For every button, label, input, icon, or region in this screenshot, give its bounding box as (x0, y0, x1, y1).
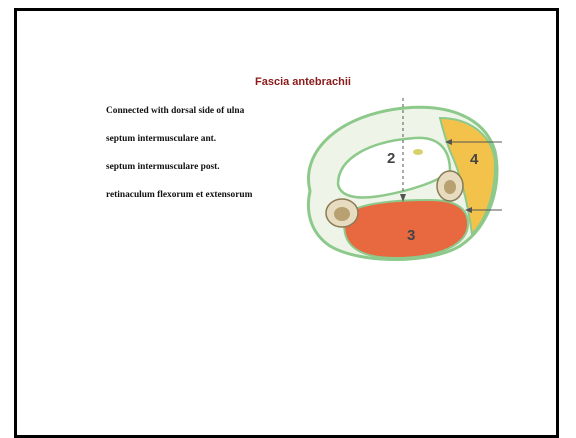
bullet-item: septum intermusculare post. (106, 162, 252, 190)
bullet-list: Connected with dorsal side of ulna septu… (106, 106, 252, 218)
vessel-dot (413, 149, 423, 155)
label-3: 3 (407, 227, 415, 244)
label-4: 4 (470, 151, 479, 168)
bullet-item: septum intermuscularе ant. (106, 134, 252, 162)
slide-title: Fascia antebrachii (0, 76, 576, 88)
label-2: 2 (387, 150, 395, 167)
ulna-marrow (334, 207, 350, 221)
radius-marrow (444, 180, 456, 194)
bullet-item: retinaculum flexorum et extensorum (106, 190, 252, 218)
forearm-cross-section-diagram: 2 3 4 (290, 96, 508, 264)
bullet-item: Connected with dorsal side of ulna (106, 106, 252, 134)
